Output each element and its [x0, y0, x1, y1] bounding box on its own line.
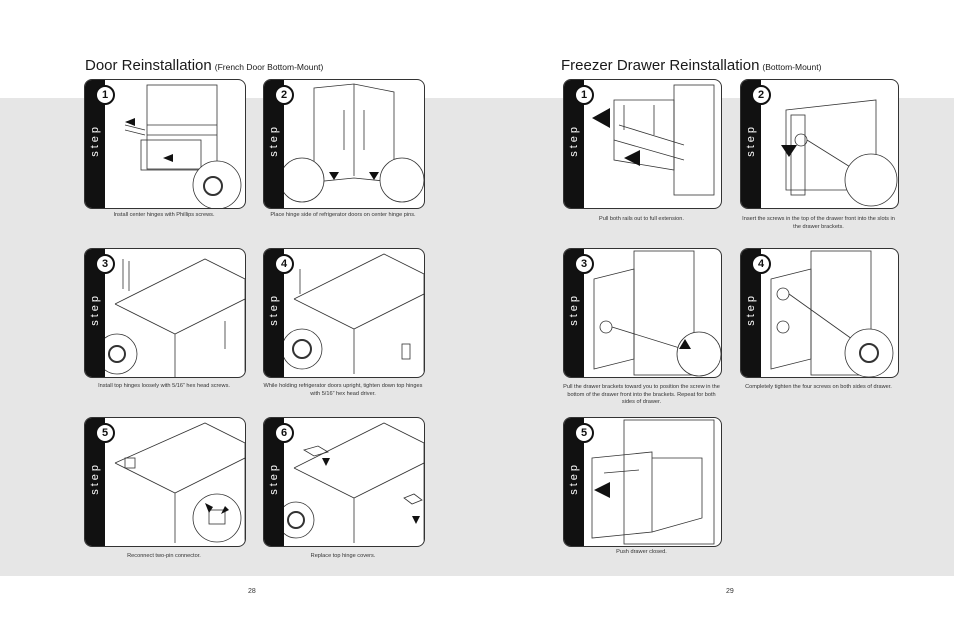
step-word: step — [89, 124, 101, 157]
title-main: Freezer Drawer Reinstallation — [561, 57, 760, 74]
drawer-step-panel-3: step 3 — [563, 248, 722, 378]
connector-illustration — [114, 422, 245, 543]
step-strip — [564, 249, 584, 377]
title-subtitle: (French Door Bottom-Mount) — [214, 62, 324, 72]
refrigerator-hinge-illustration — [124, 84, 242, 208]
step-panel-5: step 5 — [84, 417, 246, 547]
step-word: step — [89, 462, 101, 495]
step-strip — [741, 249, 761, 377]
step-panel-6: step 6 — [263, 417, 425, 547]
step-strip — [85, 418, 105, 546]
step-number-badge: 5 — [574, 423, 594, 443]
step-word: step — [568, 124, 580, 157]
step-strip — [564, 80, 584, 208]
step-panel-4: step 4 — [263, 248, 425, 378]
step-panel-2: step 2 — [263, 79, 425, 209]
step-caption: Install top hinges loosely with 5/16” he… — [98, 383, 230, 389]
step-word: step — [89, 293, 101, 326]
step-word: step — [568, 462, 580, 495]
step-word: step — [268, 293, 280, 326]
drawer-step-panel-2: step 2 — [740, 79, 899, 209]
hex-driver-illustration — [284, 253, 424, 374]
drawer-step-panel-5: step 5 — [563, 417, 722, 547]
step-caption: Pull both rails out to full extension. — [599, 216, 684, 222]
step-caption: Push drawer closed. — [616, 549, 667, 555]
drawer-closed-illustration — [591, 419, 715, 545]
drawer-rails-illustration — [592, 84, 715, 196]
top-hinge-illustration — [105, 258, 245, 377]
page-number: 28 — [248, 588, 256, 595]
step-caption: Insert the screws in the top of the draw… — [742, 216, 895, 230]
step-word: step — [568, 293, 580, 326]
step-number-badge: 5 — [95, 423, 115, 443]
step-word: step — [268, 124, 280, 157]
step-caption: Completely tighten the four screws on bo… — [745, 384, 892, 390]
step-strip — [564, 418, 584, 546]
step-caption: While holding refrigerator doors upright… — [263, 383, 423, 397]
step-caption: Install center hinges with Phillips scre… — [113, 212, 215, 218]
tighten-screws-illustration — [770, 250, 894, 377]
step-caption: Reconnect two-pin connector. — [127, 553, 201, 559]
step-number-badge: 2 — [751, 85, 771, 105]
page-number: 29 — [726, 588, 734, 595]
drawer-brackets-illustration — [593, 250, 721, 377]
step-number-badge: 6 — [274, 423, 294, 443]
step-number-badge: 2 — [274, 85, 294, 105]
step-strip — [85, 249, 105, 377]
step-strip — [264, 80, 284, 208]
step-strip — [85, 80, 105, 208]
step-caption: Pull the drawer brackets toward you to p… — [563, 384, 720, 405]
step-strip — [264, 249, 284, 377]
step-word: step — [745, 293, 757, 326]
step-number-badge: 4 — [274, 254, 294, 274]
step-number-badge: 1 — [574, 85, 594, 105]
drawer-step-panel-1: step 1 — [563, 79, 722, 209]
right-page-title: Freezer Drawer Reinstallation(Bottom-Mou… — [561, 57, 821, 74]
step-panel-3: step 3 — [84, 248, 246, 378]
drawer-front-screws-illustration — [781, 99, 898, 207]
title-subtitle: (Bottom-Mount) — [762, 62, 822, 72]
drawer-step-panel-4: step 4 — [740, 248, 899, 378]
step-word: step — [745, 124, 757, 157]
step-strip — [741, 80, 761, 208]
left-page-title: Door Reinstallation(French Door Bottom-M… — [85, 57, 323, 74]
step-number-badge: 3 — [95, 254, 115, 274]
step-number-badge: 4 — [751, 254, 771, 274]
step-number-badge: 1 — [95, 85, 115, 105]
title-main: Door Reinstallation — [85, 57, 212, 74]
step-caption: Place hinge side of refrigerator doors o… — [270, 212, 416, 218]
step-panel-1: step 1 — [84, 79, 246, 209]
step-caption: Replace top hinge covers. — [310, 553, 376, 559]
refrigerator-doors-illustration — [284, 83, 424, 203]
hinge-cover-illustration — [284, 422, 424, 543]
step-number-badge: 3 — [574, 254, 594, 274]
step-word: step — [268, 462, 280, 495]
step-strip — [264, 418, 284, 546]
